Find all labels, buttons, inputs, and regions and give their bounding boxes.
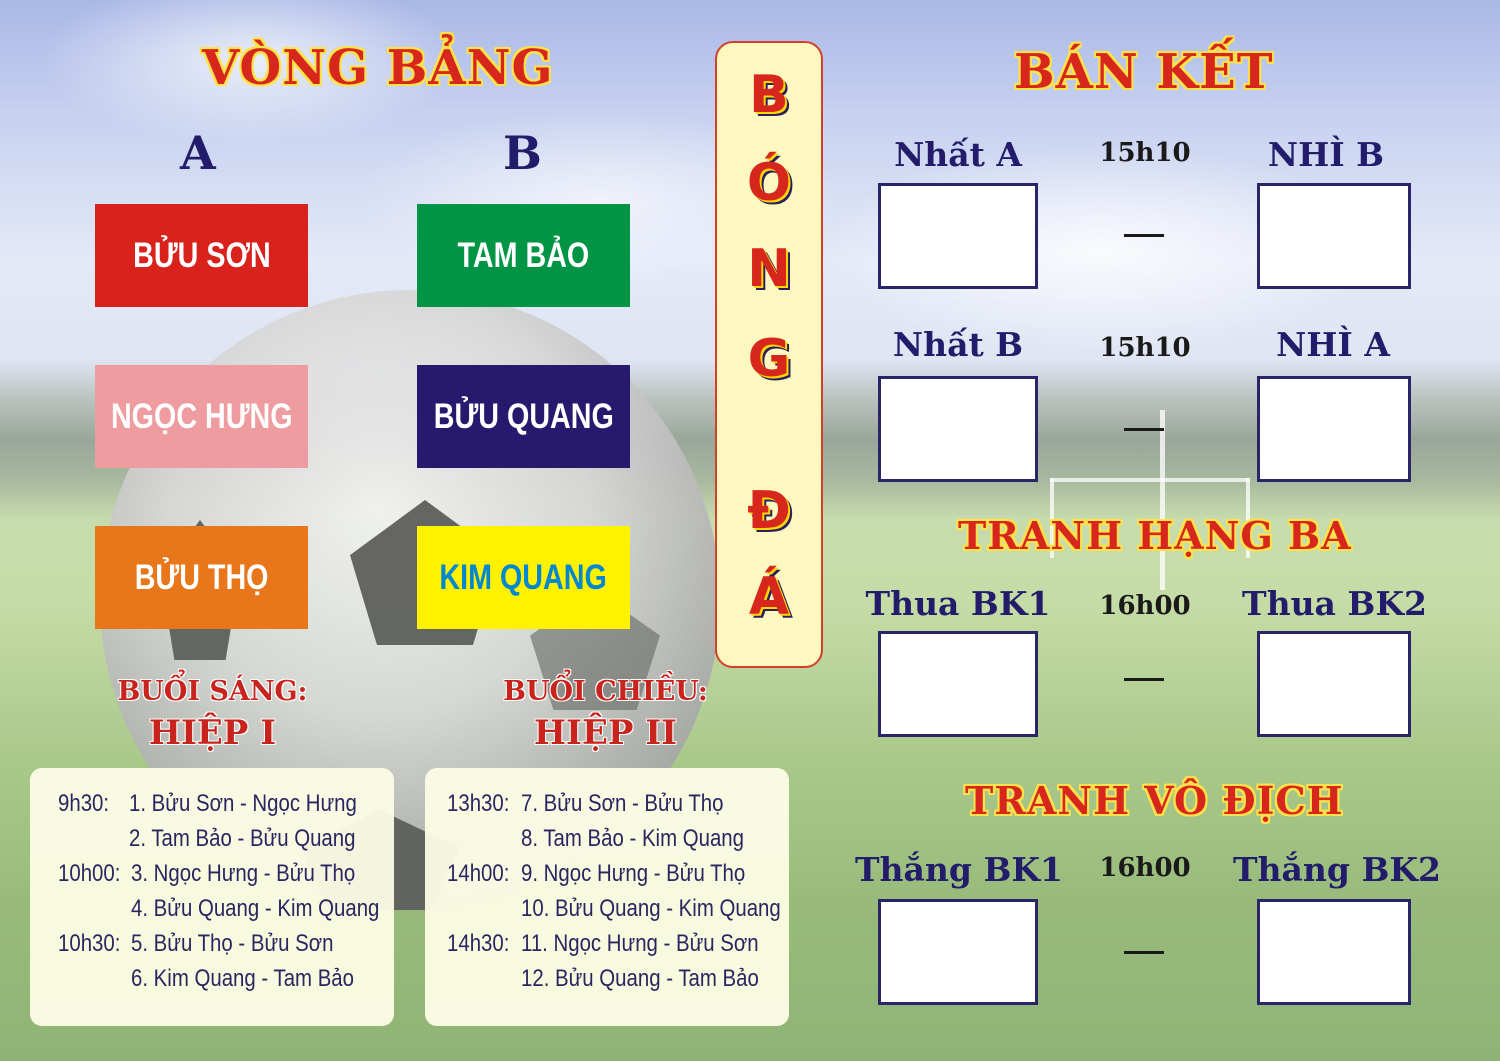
banner-letter: B [749, 65, 789, 125]
bong-da-banner: B Ó N G Đ Á [715, 41, 823, 668]
banner-letter: Á [748, 567, 790, 627]
goal-crossbar [1050, 478, 1250, 482]
schedule-match: 5. Bửu Thọ - Bửu Sơn [131, 930, 334, 957]
match-time: 15h10 [1099, 138, 1191, 168]
schedule-match: 7. Bửu Sơn - Bửu Thọ [521, 790, 724, 817]
schedule-match: 4. Bửu Quang - Kim Quang [131, 895, 380, 922]
score-box-thang-bk2[interactable] [1257, 899, 1411, 1005]
score-separator [1124, 428, 1164, 431]
morning-session-heading: BUỔI SÁNG: [117, 676, 308, 707]
match-left-label: Thua BK1 [865, 584, 1051, 623]
schedule-match: 11. Ngọc Hưng - Bửu Sơn [521, 930, 759, 957]
team-name: NGỌC HƯNG [110, 396, 293, 436]
team-name: BỬU THỌ [134, 557, 269, 597]
score-box-nhi-a[interactable] [1257, 376, 1411, 482]
team-card-buu-quang: BỬU QUANG [417, 365, 630, 468]
schedule-match: 2. Tam Bảo - Bửu Quang [129, 825, 356, 852]
group-stage-title: VÒNG BẢNG [202, 40, 554, 96]
team-card-buu-tho: BỬU THỌ [95, 526, 308, 629]
schedule-time: 9h30: [58, 790, 110, 817]
schedule-match: 10. Bửu Quang - Kim Quang [521, 895, 781, 922]
match-right-label: NHÌ A [1276, 325, 1390, 364]
team-name: KIM QUANG [439, 557, 608, 597]
schedule-match: 6. Kim Quang - Tam Bảo [131, 965, 355, 992]
final-title: TRANH VÔ ĐỊCH [965, 778, 1344, 823]
match-time: 15h10 [1099, 333, 1191, 363]
schedule-match: 1. Bửu Sơn - Ngọc Hưng [129, 790, 357, 817]
group-a-label: A [180, 126, 216, 180]
schedule-time: 13h30: [447, 790, 510, 817]
match-right-label: Thua BK2 [1242, 584, 1427, 623]
team-name: TAM BẢO [457, 235, 590, 275]
schedule-time: 10h00: [58, 860, 121, 887]
team-name: BỬU SƠN [132, 235, 271, 275]
afternoon-half-label: HIỆP II [533, 713, 678, 753]
goal-post [1160, 410, 1165, 590]
schedule-match: 12. Bửu Quang - Tam Bảo [521, 965, 759, 992]
schedule-time: 14h30: [447, 930, 510, 957]
schedule-match: 8. Tam Bảo - Kim Quang [521, 825, 745, 852]
banner-letter: Đ [747, 481, 791, 541]
match-time: 16h00 [1099, 853, 1191, 883]
third-place-title: TRANH HẠNG BA [958, 513, 1352, 558]
match-left-label: Nhất B [892, 325, 1024, 364]
score-box-nhat-a[interactable] [878, 183, 1038, 289]
schedule-match: 3. Ngọc Hưng - Bửu Thọ [131, 860, 356, 887]
goal-post [1246, 478, 1250, 558]
morning-half-label: HIỆP I [148, 713, 277, 753]
score-box-nhat-b[interactable] [878, 376, 1038, 482]
match-time: 16h00 [1099, 591, 1191, 621]
schedule-match: 9. Ngọc Hưng - Bửu Thọ [521, 860, 746, 887]
match-right-label: Thắng BK2 [1232, 850, 1442, 889]
score-separator [1124, 678, 1164, 681]
score-separator [1124, 951, 1164, 954]
afternoon-schedule-card: 13h30: 7. Bửu Sơn - Bửu Thọ 8. Tam Bảo -… [425, 768, 789, 1026]
score-box-thang-bk1[interactable] [878, 899, 1038, 1005]
score-box-nhi-b[interactable] [1257, 183, 1411, 289]
team-card-buu-son: BỬU SƠN [95, 204, 308, 307]
banner-letter: Ó [746, 153, 792, 213]
score-box-thua-bk2[interactable] [1257, 631, 1411, 737]
match-right-label: NHÌ B [1267, 135, 1385, 174]
banner-letter: N [747, 239, 791, 299]
score-separator [1124, 234, 1164, 237]
team-card-tam-bao: TAM BẢO [417, 204, 630, 307]
match-left-label: Thắng BK1 [854, 850, 1064, 889]
banner-letter: G [747, 329, 791, 389]
morning-schedule-card: 9h30: 1. Bửu Sơn - Ngọc Hưng 2. Tam Bảo … [30, 768, 394, 1026]
schedule-time: 14h00: [447, 860, 510, 887]
semifinal-title: BÁN KẾT [1014, 44, 1274, 100]
team-card-kim-quang: KIM QUANG [417, 526, 630, 629]
schedule-time: 10h30: [58, 930, 121, 957]
goal-post [1050, 478, 1054, 558]
afternoon-session-heading: BUỔI CHIỀU: [503, 676, 708, 707]
score-box-thua-bk1[interactable] [878, 631, 1038, 737]
group-b-label: B [503, 126, 542, 180]
team-card-ngoc-hung: NGỌC HƯNG [95, 365, 308, 468]
team-name: BỬU QUANG [433, 396, 614, 436]
match-left-label: Nhất A [894, 135, 1022, 174]
